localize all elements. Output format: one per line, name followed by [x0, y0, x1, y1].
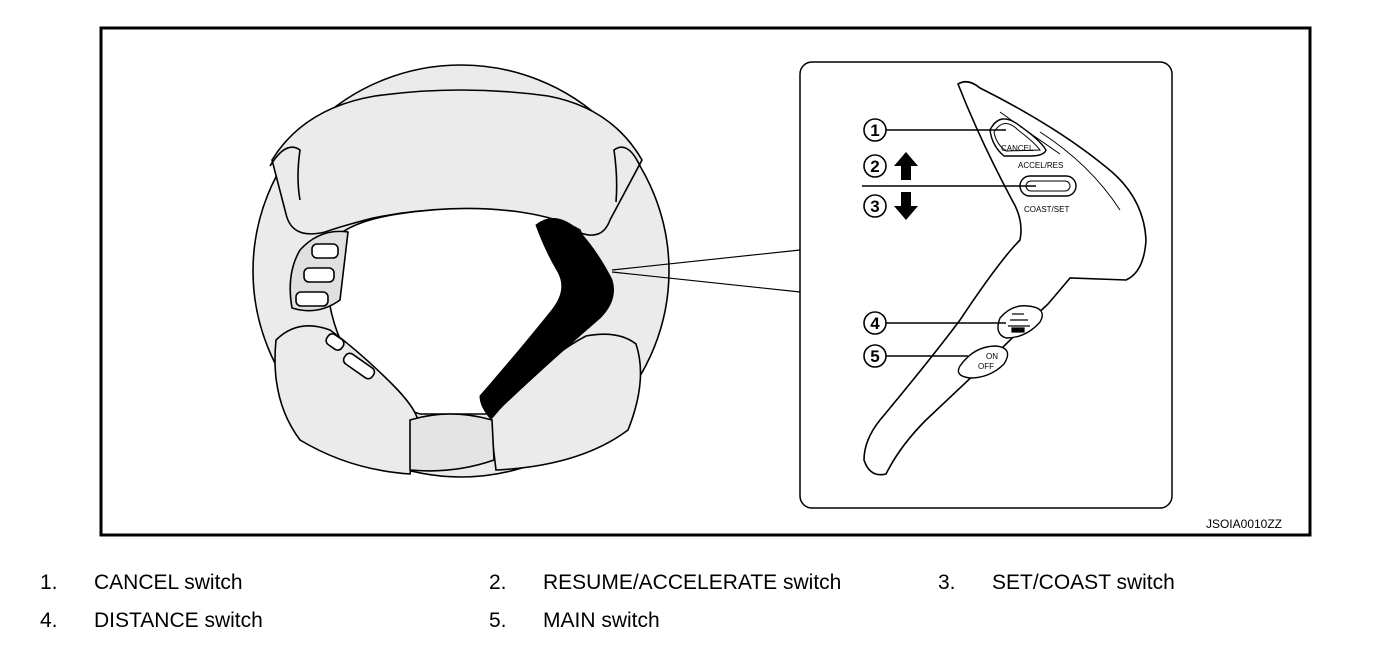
legend-number: 4.: [40, 609, 58, 632]
legend-number: 5.: [489, 609, 507, 632]
callout-2: 2: [863, 152, 918, 180]
callout-5-number: 5: [870, 347, 879, 366]
cancel-switch-label: CANCEL: [1001, 144, 1034, 153]
legend-number: 2.: [489, 571, 507, 594]
legend-number: 3.: [938, 571, 956, 594]
callout-4-number: 4: [870, 314, 880, 333]
accel-res-label: ACCEL/RES: [1018, 161, 1063, 170]
distance-icon: [1008, 313, 1030, 333]
zoom-leader-bottom: [611, 271, 801, 293]
callout-3-number: 3: [870, 197, 879, 216]
legend-label: RESUME/ACCELERATE switch: [543, 571, 842, 594]
right-switch-cluster: [479, 218, 614, 419]
callout-2-number: 2: [870, 157, 879, 176]
main-switch: [957, 345, 1009, 379]
legend-label: SET/COAST switch: [992, 571, 1175, 594]
callout-1-number: 1: [870, 121, 879, 140]
legend-label: MAIN switch: [543, 609, 660, 632]
callout-4: 4: [863, 311, 1006, 335]
coast-set-label: COAST/SET: [1024, 205, 1069, 214]
callout-1: 1: [863, 118, 1006, 142]
main-switch-off-label: OFF: [978, 362, 994, 371]
arrow-up-icon: [894, 152, 918, 180]
cancel-switch: [989, 118, 1047, 157]
distance-switch: [997, 305, 1043, 339]
legend-label: CANCEL switch: [94, 571, 243, 594]
main-switch-on-label: ON: [986, 352, 998, 361]
legend-label: DISTANCE switch: [94, 609, 263, 632]
zoomed-spoke: [863, 80, 1147, 476]
zoom-leader-top: [611, 249, 801, 271]
callout-5: 5: [863, 344, 968, 368]
callout-3: 3: [863, 192, 918, 220]
figure-code: JSOIA0010ZZ: [1206, 517, 1282, 531]
arrow-down-icon: [894, 192, 918, 220]
legend-number: 1.: [40, 571, 58, 594]
